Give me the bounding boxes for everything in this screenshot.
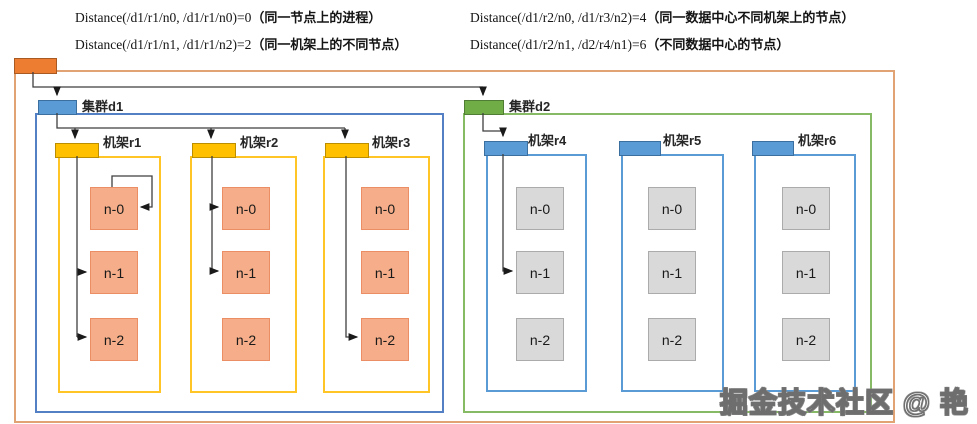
node-r1-n1: n-1 xyxy=(90,251,138,294)
rack-r6-box xyxy=(754,154,856,392)
rack-r3-switch xyxy=(325,143,369,158)
formula-expr: Distance(/d1/r1/n1, /d1/r1/n2)=2 xyxy=(75,37,252,52)
formula-distance-4: Distance(/d1/r2/n0, /d1/r3/n2)=4（同一数据中心不… xyxy=(470,8,854,35)
distance-formulas-right: Distance(/d1/r2/n0, /d1/r3/n2)=4（同一数据中心不… xyxy=(470,8,854,62)
rack-r1-label: 机架r1 xyxy=(103,135,142,150)
formula-note: （同一数据中心不同机架上的节点） xyxy=(646,10,855,25)
node-r2-n1: n-1 xyxy=(222,251,270,294)
formula-note: （不同数据中心的节点） xyxy=(646,37,790,52)
node-r3-n1: n-1 xyxy=(361,251,409,294)
rack-r5-box xyxy=(621,154,724,392)
node-r6-n1: n-1 xyxy=(782,251,830,294)
formula-expr: Distance(/d1/r1/n0, /d1/r1/n0)=0 xyxy=(75,10,252,25)
formula-expr: Distance(/d1/r2/n0, /d1/r3/n2)=4 xyxy=(470,10,647,25)
node-r2-n2: n-2 xyxy=(222,318,270,361)
cluster-d1-label: 集群d1 xyxy=(82,99,124,114)
rack-r6-label: 机架r6 xyxy=(798,133,837,148)
rack-r6-switch xyxy=(752,141,794,156)
rack-r2-switch xyxy=(192,143,236,158)
core-switch xyxy=(14,58,57,74)
node-r1-n0: n-0 xyxy=(90,187,138,230)
rack-r2-box xyxy=(190,156,297,393)
cluster-d1-switch xyxy=(38,100,77,115)
rack-r4-box xyxy=(486,154,587,392)
node-r5-n1: n-1 xyxy=(648,251,696,294)
datacenter-boundary-box xyxy=(14,70,895,423)
rack-r4-switch xyxy=(484,141,528,156)
rack-r5-label: 机架r5 xyxy=(663,133,702,148)
formula-distance-2: Distance(/d1/r1/n1, /d1/r1/n2)=2（同一机架上的不… xyxy=(75,35,407,62)
formula-distance-6: Distance(/d1/r2/n1, /d2/r4/n1)=6（不同数据中心的… xyxy=(470,35,854,62)
node-r1-n2: n-2 xyxy=(90,318,138,361)
node-r5-n2: n-2 xyxy=(648,318,696,361)
formula-distance-0: Distance(/d1/r1/n0, /d1/r1/n0)=0（同一节点上的进… xyxy=(75,8,407,35)
rack-r1-box xyxy=(58,156,161,393)
node-r6-n0: n-0 xyxy=(782,187,830,230)
node-r4-n1: n-1 xyxy=(516,251,564,294)
cluster-d2-box xyxy=(463,113,872,413)
node-r5-n0: n-0 xyxy=(648,187,696,230)
rack-r3-label: 机架r3 xyxy=(372,135,411,150)
node-r4-n0: n-0 xyxy=(516,187,564,230)
rack-r2-label: 机架r2 xyxy=(240,135,279,150)
cluster-d2-switch xyxy=(464,100,504,115)
rack-r3-box xyxy=(323,156,430,393)
formula-note: （同一机架上的不同节点） xyxy=(251,37,408,52)
watermark: 掘金技术社区 @ 艳炯 xyxy=(719,386,969,418)
node-r6-n2: n-2 xyxy=(782,318,830,361)
node-r2-n0: n-0 xyxy=(222,187,270,230)
node-r3-n0: n-0 xyxy=(361,187,409,230)
rack-r4-label: 机架r4 xyxy=(528,133,567,148)
node-r4-n2: n-2 xyxy=(516,318,564,361)
rack-r5-switch xyxy=(619,141,661,156)
rack-r1-switch xyxy=(55,143,99,158)
formula-note: （同一节点上的进程） xyxy=(251,10,382,25)
formula-expr: Distance(/d1/r2/n1, /d2/r4/n1)=6 xyxy=(470,37,647,52)
cluster-d2-label: 集群d2 xyxy=(509,99,551,114)
node-r3-n2: n-2 xyxy=(361,318,409,361)
distance-formulas-left: Distance(/d1/r1/n0, /d1/r1/n0)=0（同一节点上的进… xyxy=(75,8,407,62)
